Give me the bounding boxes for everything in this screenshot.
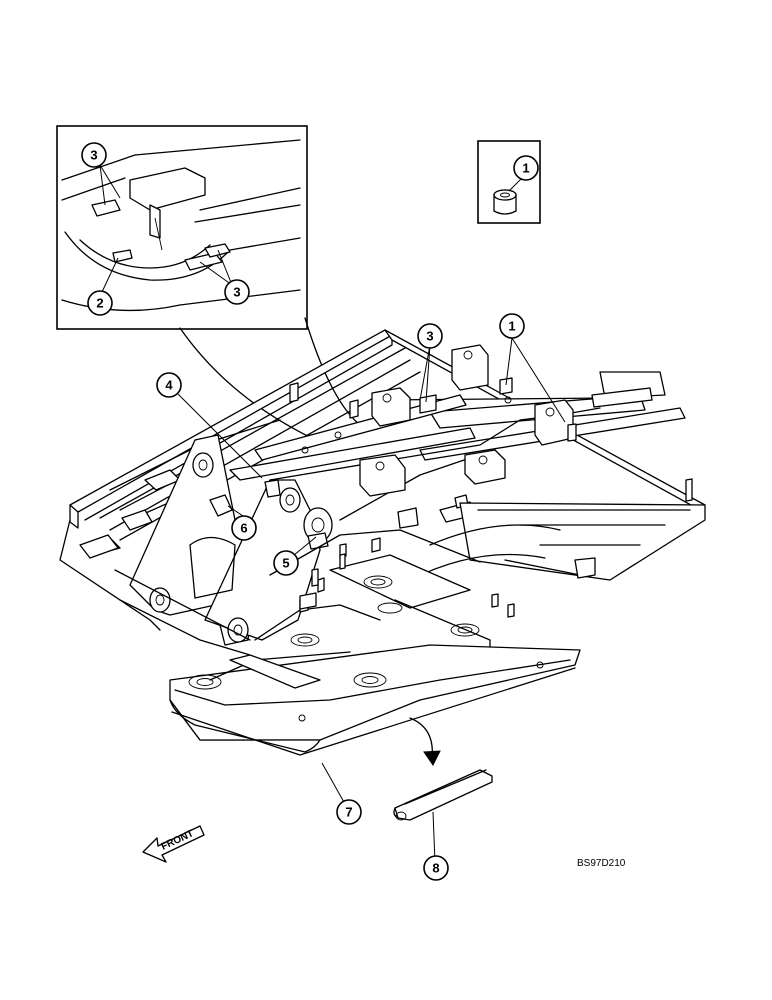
svg-text:5: 5 bbox=[282, 556, 289, 571]
callout-3-detail-a: 3 bbox=[81, 142, 107, 168]
front-label: FRONT bbox=[160, 828, 196, 853]
upper-frame-assembly bbox=[59, 329, 706, 756]
svg-text:7: 7 bbox=[345, 805, 352, 820]
leader-c1-inset bbox=[509, 177, 523, 191]
svg-text:8: 8 bbox=[432, 861, 439, 876]
callout-7: 7 bbox=[336, 799, 362, 825]
leader-c3-detail-b bbox=[199, 249, 233, 286]
callout-2-detail: 2 bbox=[87, 290, 113, 316]
svg-text:1: 1 bbox=[508, 319, 515, 334]
svg-text:3: 3 bbox=[90, 148, 97, 163]
front-direction-arrow: FRONT bbox=[142, 825, 205, 863]
callout-4: 4 bbox=[156, 372, 182, 398]
inset-funnel-line-right bbox=[304, 317, 361, 426]
leader-c7 bbox=[321, 762, 346, 805]
leader-c1-main bbox=[505, 337, 566, 423]
leader-c2-detail bbox=[101, 257, 119, 293]
drawing-code: BS97D210 bbox=[577, 858, 626, 869]
svg-text:1: 1 bbox=[522, 161, 529, 176]
svg-text:3: 3 bbox=[233, 285, 240, 300]
inset-funnel-line-left bbox=[179, 327, 321, 443]
callout-3-main: 3 bbox=[417, 323, 443, 349]
leader-c4 bbox=[175, 391, 263, 479]
svg-text:3: 3 bbox=[426, 329, 433, 344]
bushing-icon bbox=[493, 189, 517, 215]
bushing-inset bbox=[477, 140, 541, 224]
leader-c3-detail-a bbox=[99, 164, 121, 206]
removal-arrow bbox=[409, 717, 441, 766]
callout-5: 5 bbox=[273, 550, 299, 576]
svg-text:2: 2 bbox=[96, 296, 103, 311]
svg-text:4: 4 bbox=[165, 378, 173, 393]
callout-1-inset: 1 bbox=[513, 155, 539, 181]
callout-1-main: 1 bbox=[499, 313, 525, 339]
detail-inset-drawing bbox=[61, 139, 301, 312]
callout-3-detail-b: 3 bbox=[224, 279, 250, 305]
callout-6: 6 bbox=[231, 515, 257, 541]
leader-c8 bbox=[432, 811, 436, 863]
callout-8: 8 bbox=[423, 855, 449, 881]
leader-c3-main bbox=[419, 344, 431, 403]
cover-strip-part bbox=[393, 769, 493, 821]
svg-text:6: 6 bbox=[240, 521, 247, 536]
